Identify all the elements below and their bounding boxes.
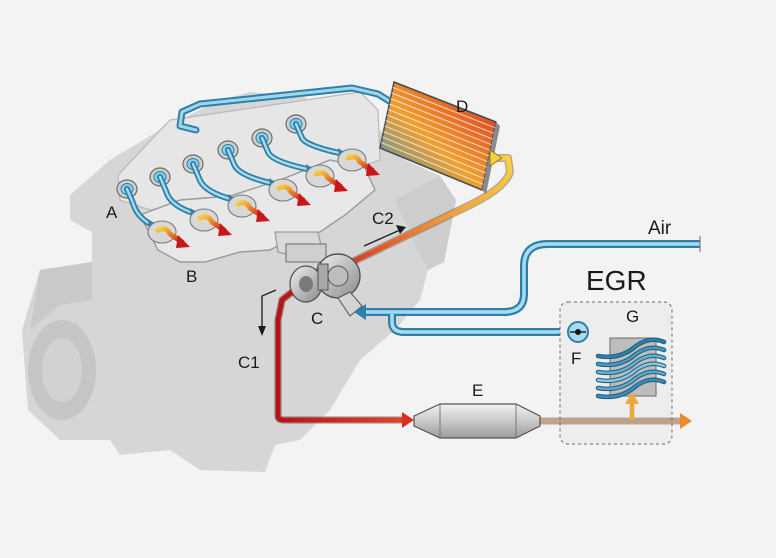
label-egr: EGR [586,265,647,296]
exhaust-arrow-icon [256,209,270,222]
label-b: B [186,267,197,286]
exhaust-arrow-icon [366,163,380,176]
egr-return-pipe [388,314,568,336]
flow-arrow-c1-head-icon [258,326,266,336]
label-d: D [456,97,468,116]
turbocharger [285,243,363,317]
label-c: C [311,309,323,328]
exhaust-port-6 [337,148,380,176]
exhaust-arrow-icon [218,223,232,236]
exhaust-port-3 [227,194,270,222]
exhaust-port-2 [189,208,232,236]
label-g: G [626,307,639,326]
label-air: Air [648,218,672,239]
flow-arrow-c1-icon [261,289,277,330]
egr-valve [567,321,589,343]
exhaust-ports [147,148,380,248]
exhaust-arrow-icon [334,179,348,192]
catalytic-converter [413,403,541,439]
exhaust-port-4 [268,178,311,206]
arrow-into-cooler-icon [489,149,503,167]
egr-cooler [595,337,667,400]
exhaust-arrow-icon [176,235,190,248]
intake-port-6 [285,114,350,162]
intake-port-4 [217,140,281,192]
label-c1: C1 [238,353,260,372]
arrow-into-turbo-icon [354,304,366,320]
label-e: E [472,381,483,400]
intake-port-2 [149,167,202,222]
label-c2: C2 [372,209,394,228]
exhaust-port-1 [147,220,190,248]
arrow-into-catalyst-icon [402,412,414,428]
label-f: F [571,349,581,368]
flow-arrow-c2-icon [363,229,401,247]
exhaust-port-5 [305,164,348,192]
intake-port-3 [182,154,240,208]
arrow-exhaust-out-icon [680,413,692,429]
label-a: A [106,203,118,222]
flow-arrow-c2-head-icon [396,225,406,234]
exhaust-arrow-icon [297,193,311,206]
arrow-egr-up-icon [625,392,639,404]
